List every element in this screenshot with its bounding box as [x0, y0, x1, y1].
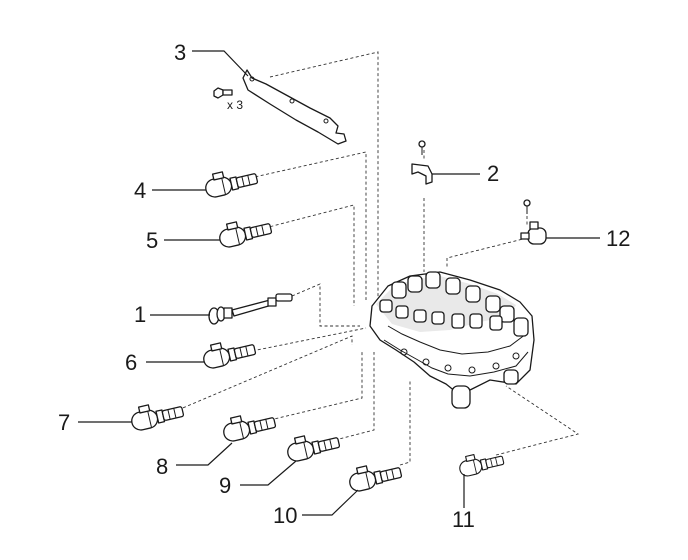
callout-12: 12 [606, 226, 630, 251]
valve-rod-part [208, 293, 293, 325]
solenoid-part-9 [284, 428, 342, 464]
solenoid-part-8 [220, 408, 278, 444]
leader-lines [78, 50, 600, 516]
small-bracket-part [411, 140, 433, 185]
callout-5: 5 [146, 228, 158, 253]
callout-2: 2 [487, 161, 499, 186]
callout-7: 7 [58, 410, 70, 435]
callout-6: 6 [125, 350, 137, 375]
callout-3: 3 [174, 40, 186, 65]
callout-8: 8 [156, 454, 168, 479]
quantity-note: x 3 [227, 98, 243, 112]
guide-lines [177, 51, 580, 466]
callout-9: 9 [219, 473, 231, 498]
callout-10: 10 [273, 503, 297, 528]
callout-11: 11 [452, 507, 475, 532]
solenoid-part-10 [346, 458, 404, 494]
solenoid-part-11 [456, 447, 506, 479]
callout-4: 4 [134, 178, 146, 203]
solenoid-part-4 [202, 164, 260, 200]
sensor-part [520, 199, 547, 245]
solenoid-part-5 [216, 214, 274, 250]
solenoid-part-7 [128, 397, 186, 433]
valve-body-part [369, 271, 535, 409]
solenoid-part-6 [200, 335, 258, 371]
callout-1: 1 [134, 302, 146, 327]
bolt-icon [213, 87, 233, 99]
bracket-plate-part [242, 69, 347, 145]
